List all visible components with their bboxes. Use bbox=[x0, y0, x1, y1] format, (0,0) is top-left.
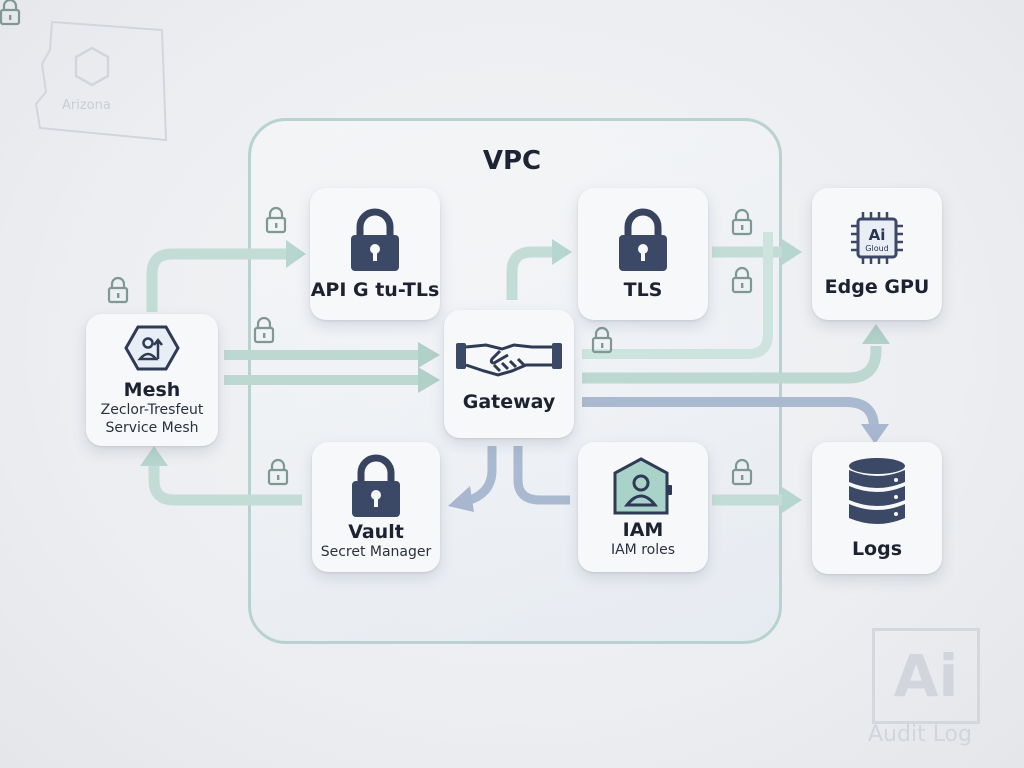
region-label: Arizona bbox=[62, 98, 111, 113]
handshake-icon bbox=[456, 343, 562, 377]
node-mesh[interactable]: Mesh Zeclor-Tresfeut Service Mesh bbox=[86, 314, 218, 446]
arrow-gateway-to-vault bbox=[468, 446, 497, 505]
arrow-gateway-to-tls-side bbox=[582, 232, 773, 359]
small-lock-icon bbox=[265, 206, 287, 234]
arrowhead bbox=[140, 446, 168, 466]
mesh-subtitle-1: Zeclor-Tresfeut bbox=[100, 402, 204, 418]
arrowhead bbox=[286, 240, 306, 268]
arrowhead bbox=[552, 239, 572, 265]
vault-subtitle: Secret Manager bbox=[320, 544, 432, 560]
vpc-label: VPC bbox=[482, 146, 542, 176]
node-edge-gpu[interactable]: Ai Gloud Edge GPU bbox=[812, 188, 942, 320]
small-lock-icon bbox=[731, 208, 753, 236]
padlock-teal-icon bbox=[352, 454, 400, 517]
arrow-gateway-to-iam bbox=[513, 446, 570, 505]
node-logs[interactable]: Logs bbox=[812, 442, 942, 574]
iam-identity-icon bbox=[613, 457, 672, 515]
chip-sub: Gloud bbox=[865, 244, 888, 253]
edge-gpu-title: Edge GPU bbox=[824, 276, 930, 298]
padlock-icon bbox=[351, 208, 399, 271]
arrowhead bbox=[861, 424, 889, 444]
logs-title: Logs bbox=[851, 538, 903, 560]
node-gateway[interactable]: Gateway bbox=[444, 310, 574, 438]
small-lock-icon bbox=[253, 316, 275, 344]
arrowhead bbox=[782, 239, 802, 265]
arrow-mesh-to-api bbox=[146, 248, 290, 312]
vault-title: Vault bbox=[348, 521, 404, 543]
arrowhead bbox=[418, 367, 440, 393]
database-icon bbox=[849, 458, 905, 524]
arrowhead bbox=[418, 342, 440, 368]
small-lock-icon bbox=[267, 458, 289, 486]
gpu-chip-icon: Ai Gloud bbox=[851, 212, 903, 264]
small-lock-icon bbox=[731, 266, 753, 294]
mesh-hexagon-icon bbox=[124, 325, 180, 371]
watermark-label: Audit Log bbox=[868, 722, 972, 747]
gateway-title: Gateway bbox=[462, 391, 556, 413]
iam-title: IAM bbox=[622, 519, 664, 541]
hexagon-icon bbox=[74, 46, 110, 87]
api-title: API G tu-TLs bbox=[310, 279, 440, 301]
tls-title: TLS bbox=[623, 279, 663, 301]
chip-mark: Ai bbox=[869, 226, 886, 244]
small-lock-icon bbox=[591, 326, 613, 354]
small-lock-icon bbox=[731, 458, 753, 486]
arrow-gateway-to-edge bbox=[582, 346, 882, 384]
arrowhead bbox=[782, 487, 802, 513]
node-iam[interactable]: IAM IAM roles bbox=[578, 442, 708, 572]
small-lock-icon bbox=[0, 0, 21, 26]
watermark-mark: Ai bbox=[872, 628, 980, 724]
arrow-gateway-to-logs bbox=[582, 397, 879, 429]
padlock-icon bbox=[619, 208, 667, 271]
arrow-vault-to-mesh bbox=[148, 462, 302, 506]
mesh-title: Mesh bbox=[123, 379, 181, 401]
node-tls[interactable]: TLS bbox=[578, 188, 708, 320]
node-vault[interactable]: Vault Secret Manager bbox=[312, 442, 440, 572]
mesh-subtitle-2: Service Mesh bbox=[105, 420, 199, 436]
arrowhead bbox=[448, 486, 474, 512]
arrow-gateway-to-tls bbox=[506, 246, 556, 300]
iam-subtitle: IAM roles bbox=[610, 542, 676, 558]
node-api[interactable]: API G tu-TLs bbox=[310, 188, 440, 320]
arrowhead bbox=[862, 324, 890, 344]
small-lock-icon bbox=[107, 276, 129, 304]
